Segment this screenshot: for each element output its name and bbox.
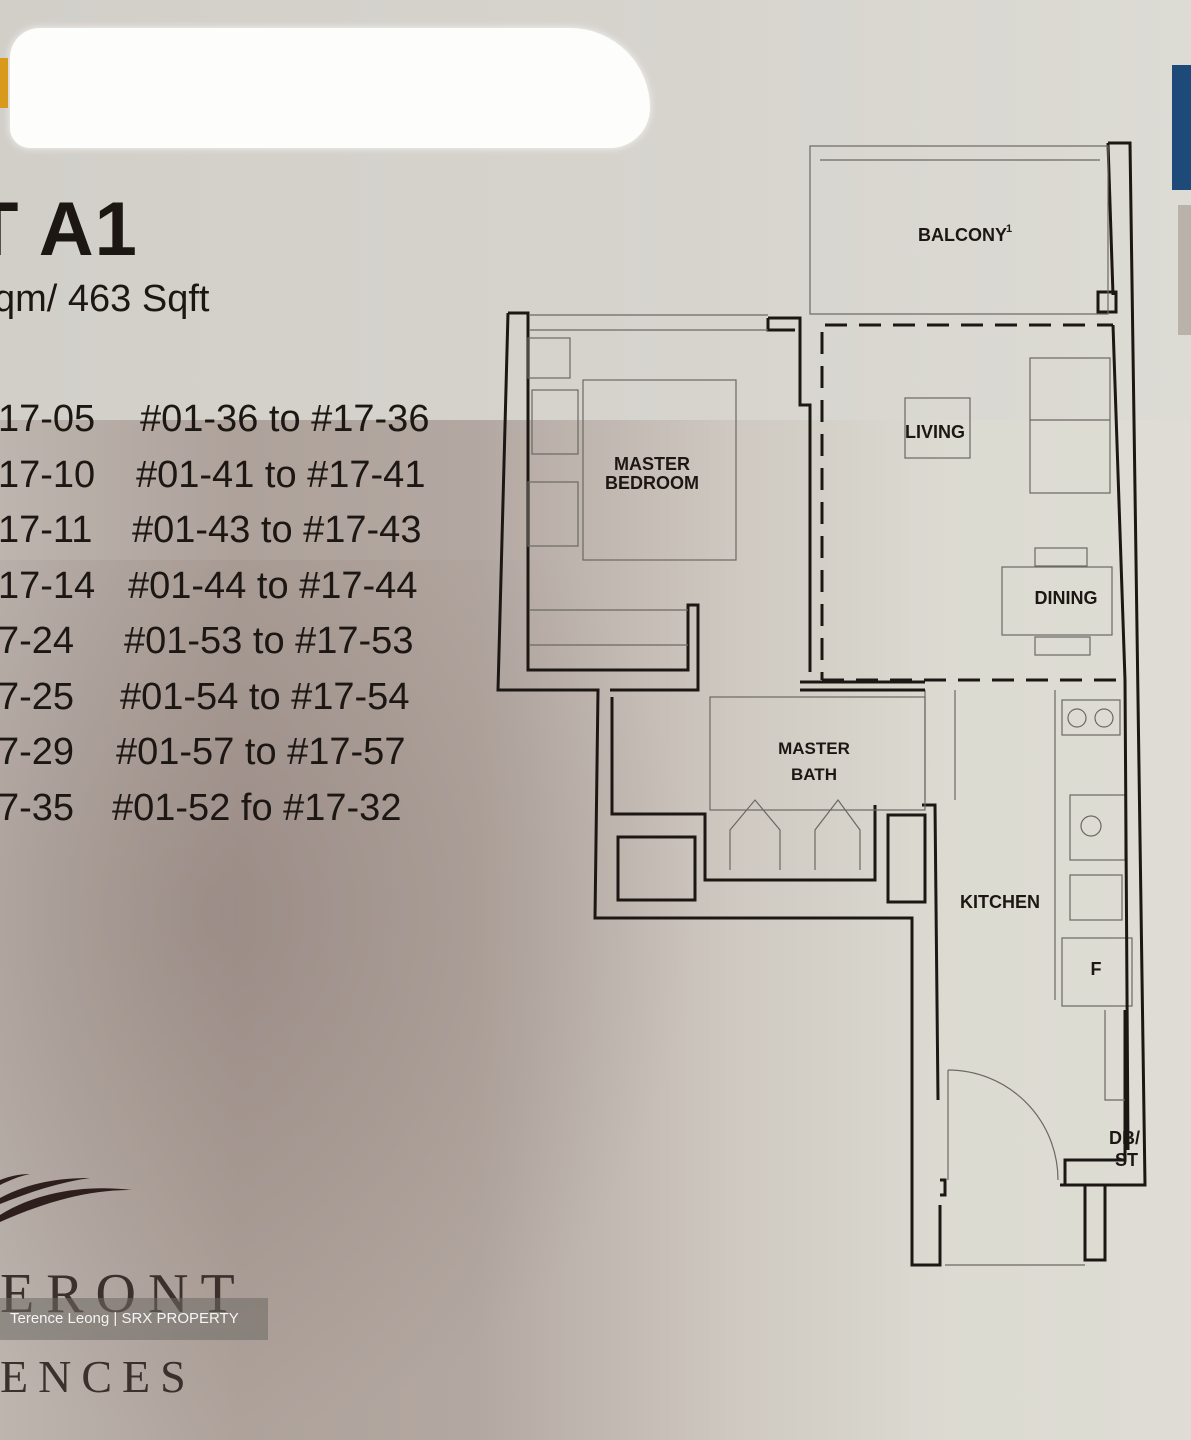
unit-range-left: 17-11 [0,509,93,551]
unit-range-right: #01-41 to #17-41 [136,453,426,496]
balcony-label: BALCONY [918,225,1007,245]
master-bath-label-line2: BATH [791,765,837,784]
watermark: Terence Leong | SRX PROPERTY [0,1298,268,1340]
balcony-footnote: 1 [1006,223,1012,235]
unit-area: qm/ 463 Sqft [0,278,210,320]
unit-range-right: #01-53 to #17-53 [124,620,414,662]
db-store-label-line2: ST [1115,1150,1138,1170]
unit-range-right: #01-57 to #17-57 [116,731,406,773]
brand-wave-logo [0,1174,132,1222]
redaction-mark [10,28,650,148]
photo-shadow [0,560,700,1440]
master-bedroom-label-line2: BEDROOM [605,473,699,493]
unit-range-left: 7-25 [0,675,75,718]
redaction-edge [0,58,8,108]
unit-range-left: 17-14 [0,564,96,607]
unit-type-title: T A1 [0,187,138,272]
kitchen-label: KITCHEN [960,892,1040,912]
fridge-label: F [1091,959,1102,979]
unit-range-right: #01-44 to #17-44 [128,564,418,607]
unit-range-right: #01-52 fo #17-32 [112,786,402,829]
unit-range-right: #01-43 to #17-43 [132,509,422,551]
unit-range-left: 7-24 [0,620,75,662]
unit-range-left: 7-35 [0,786,75,829]
unit-range-right: #01-36 to #17-36 [140,398,430,440]
unit-range-left: 17-10 [0,453,96,496]
unit-range-left: 17-05 [0,398,96,440]
blue-page-tab [1172,65,1191,190]
grey-page-tab [1178,205,1191,335]
master-bath-label-line1: MASTER [778,739,850,758]
unit-range-left: 7-29 [0,731,75,773]
dining-label: DINING [1035,588,1098,608]
living-label: LIVING [905,422,965,442]
brand-name-line2: ENCES [0,1351,196,1402]
unit-range-right: #01-54 to #17-54 [120,675,410,718]
master-bedroom-label-line1: MASTER [614,454,690,474]
db-store-label-line1: DB/ [1109,1128,1140,1148]
